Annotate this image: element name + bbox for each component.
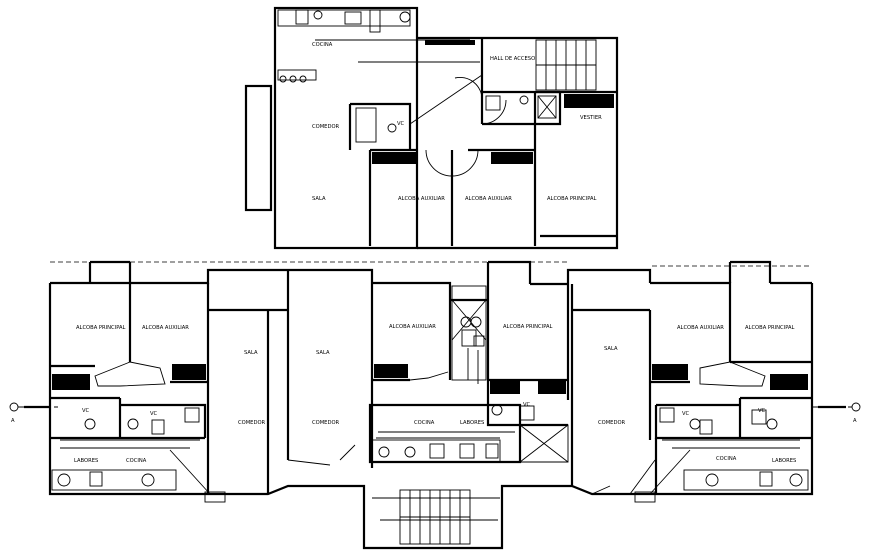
label-top-sala: SALA	[312, 196, 326, 202]
label-top-vc: VC	[397, 121, 405, 127]
label-m-vc: VC	[523, 402, 531, 408]
label-top-vestier: VESTIER	[580, 115, 602, 121]
label-top-alcoba-aux-2: ALCOBA AUXILIAR	[465, 196, 512, 202]
label-l-sala-1: SALA	[244, 350, 258, 356]
label-top-alcoba-aux-1: ALCOBA AUXILIAR	[398, 196, 445, 202]
label-m-alcoba-auxiliar: ALCOBA AUXILIAR	[389, 324, 436, 330]
label-l-vc-2: VC	[150, 411, 158, 417]
middle-unit: ALCOBA AUXILIAR ALCOBA PRINCIPAL COCINA …	[368, 281, 570, 545]
label-l-cocina: COCINA	[126, 458, 147, 464]
label-r-labores: LABORES	[772, 458, 796, 464]
label-l-comedor-2: COMEDOR	[312, 420, 340, 426]
label-l-vc-1: VC	[82, 408, 90, 414]
top-kitchen-fixtures	[277, 9, 480, 83]
label-r-alcoba-principal: ALCOBA PRINCIPAL	[745, 325, 795, 331]
label-r-comedor: COMEDOR	[598, 420, 626, 426]
label-m-alcoba-principal: ALCOBA PRINCIPAL	[503, 324, 553, 330]
bottom-floor: ALCOBA PRINCIPAL ALCOBA AUXILIAR SALA CO…	[9, 260, 861, 550]
right-unit: ALCOBA AUXILIAR ALCOBA PRINCIPAL VC VC C…	[634, 281, 812, 503]
label-m-cocina: COCINA	[414, 420, 435, 426]
label-top-hall: HALL DE ACCESO	[490, 56, 535, 62]
label-r-cocina: COCINA	[716, 456, 737, 462]
label-top-comedor: COMEDOR	[312, 124, 340, 130]
label-l-sala-2: SALA	[316, 350, 330, 356]
bottom-stair	[399, 489, 471, 545]
center-right-unit: SALA COMEDOR	[570, 284, 656, 495]
label-r-vc-1: VC	[682, 411, 690, 417]
section-marker-right: A	[812, 402, 861, 424]
top-stair	[535, 39, 597, 91]
label-top-cocina: COCINA	[312, 42, 333, 48]
label-l-alcoba-auxiliar: ALCOBA AUXILIAR	[142, 325, 189, 331]
label-r-alcoba-auxiliar: ALCOBA AUXILIAR	[677, 325, 724, 331]
section-label-left: A	[11, 418, 15, 424]
label-l-comedor-1: COMEDOR	[238, 420, 266, 426]
center-left-unit: SALA COMEDOR	[287, 350, 356, 466]
label-l-labores: LABORES	[74, 458, 98, 464]
section-marker-left: A	[9, 402, 58, 424]
top-apartment: COCINA HALL DE ACCESO VC COMEDOR VESTIER…	[244, 6, 619, 250]
label-r-vc-2: VC	[758, 408, 766, 414]
label-l-alcoba-principal: ALCOBA PRINCIPAL	[76, 325, 126, 331]
label-m-labores: LABORES	[460, 420, 484, 426]
left-unit: ALCOBA PRINCIPAL ALCOBA AUXILIAR SALA CO…	[50, 283, 288, 503]
top-doors	[409, 74, 507, 177]
section-label-right: A	[853, 418, 857, 424]
label-r-sala: SALA	[604, 346, 618, 352]
top-bathrooms	[355, 95, 557, 143]
label-top-alcoba-principal: ALCOBA PRINCIPAL	[547, 196, 597, 202]
